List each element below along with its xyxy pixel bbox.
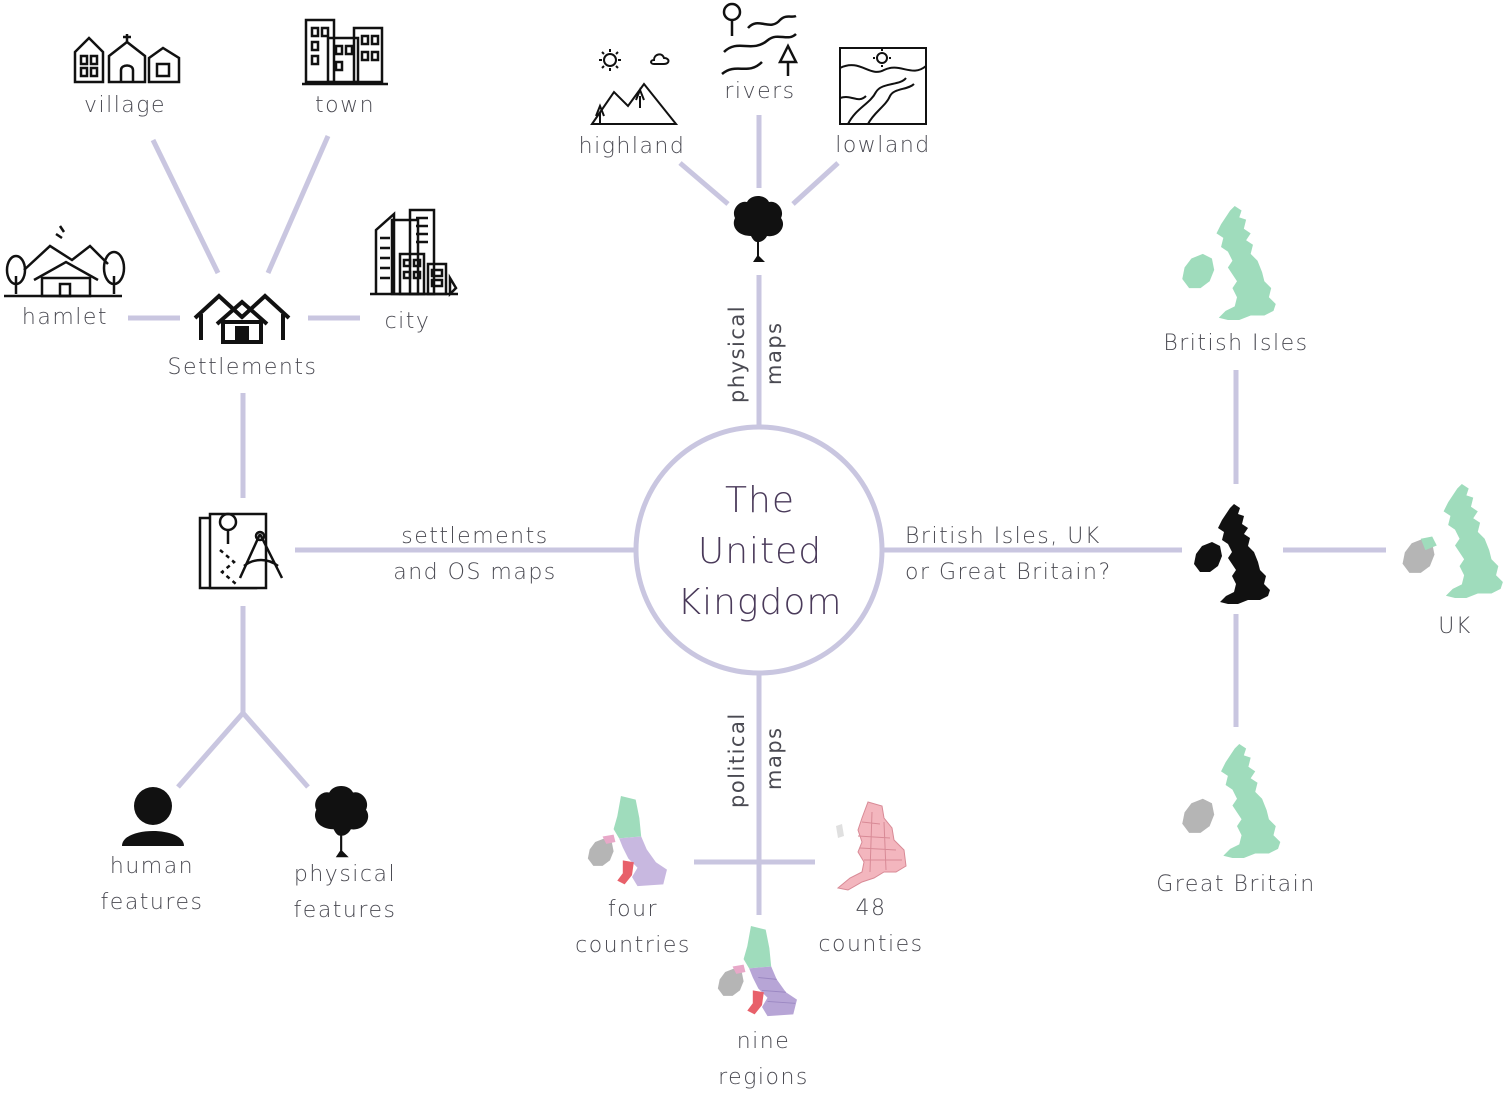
uk-branch-label: British Isles, UK or Great Britain?: [905, 519, 1155, 591]
highland-icon: [590, 49, 679, 125]
tree-icon: [733, 196, 784, 262]
political-label-line: 48: [855, 896, 887, 921]
lowland-label: lowland: [835, 133, 931, 158]
city-label: city: [384, 309, 431, 334]
center-title-line: Kingdom: [677, 582, 843, 623]
city-icon: [370, 208, 458, 298]
counties-map-icon: [836, 801, 907, 891]
political-label-line: nine: [736, 1029, 791, 1054]
person-icon: [122, 787, 184, 846]
political-label-line: counties: [818, 932, 924, 957]
connector-lines: [128, 115, 1386, 915]
great-britain-label: Great Britain: [1156, 872, 1316, 897]
political-label-line: regions: [718, 1065, 809, 1090]
four-countries-map-icon: [587, 796, 667, 887]
branch-label-line: and OS maps: [393, 560, 557, 585]
political-label-line: countries: [575, 933, 691, 958]
settlements-icon: [193, 293, 291, 344]
feature-label-line: physical: [293, 862, 397, 887]
center-title: The United Kingdom: [640, 475, 880, 628]
town-icon: [302, 18, 388, 86]
town-label: town: [314, 93, 376, 118]
rivers-icon: [721, 2, 799, 76]
feature-label-line: human: [109, 854, 195, 879]
british-isles-green-map-icon: [1182, 206, 1276, 320]
british-isles-label: British Isles: [1163, 331, 1309, 356]
center-title-line: United: [697, 531, 823, 572]
political-label-line: four: [607, 897, 659, 922]
counties-label: 48 counties: [812, 891, 930, 963]
physical-label: physical: [725, 304, 749, 403]
political-label: political: [725, 712, 749, 808]
settlements-os-branch-label: settlements and OS maps: [360, 519, 590, 591]
hamlet-label: hamlet: [21, 305, 109, 330]
rivers-label: rivers: [724, 79, 796, 104]
center-circle: [633, 424, 885, 676]
british-isles-black-map-icon: [1194, 504, 1270, 604]
settlements-label: Settlements: [167, 355, 318, 380]
village-label: village: [83, 93, 167, 118]
physical-features-label: physical features: [285, 857, 405, 929]
maps-label-north: maps: [762, 321, 786, 385]
branch-label-line: or Great Britain?: [905, 560, 1112, 585]
center-title-line: The: [725, 480, 795, 521]
physical-features-tree-icon: [315, 786, 369, 858]
hamlet-icon: [4, 225, 126, 298]
human-features-label: human features: [92, 849, 212, 921]
branch-label-line: settlements: [401, 524, 549, 549]
four-countries-label: four countries: [568, 892, 698, 964]
nine-regions-map-icon: [717, 926, 797, 1017]
uk-map-icon: [1402, 484, 1503, 598]
nine-regions-label: nine regions: [706, 1024, 821, 1096]
highland-label: highland: [578, 134, 686, 159]
lowland-icon: [839, 47, 927, 125]
uk-label: UK: [1438, 614, 1472, 639]
village-icon: [73, 34, 181, 84]
os-map-icon: [198, 512, 284, 590]
great-britain-map-icon: [1182, 744, 1281, 858]
feature-label-line: features: [100, 890, 204, 915]
feature-label-line: features: [293, 898, 397, 923]
maps-label-south: maps: [762, 726, 786, 790]
branch-label-line: British Isles, UK: [905, 524, 1101, 549]
